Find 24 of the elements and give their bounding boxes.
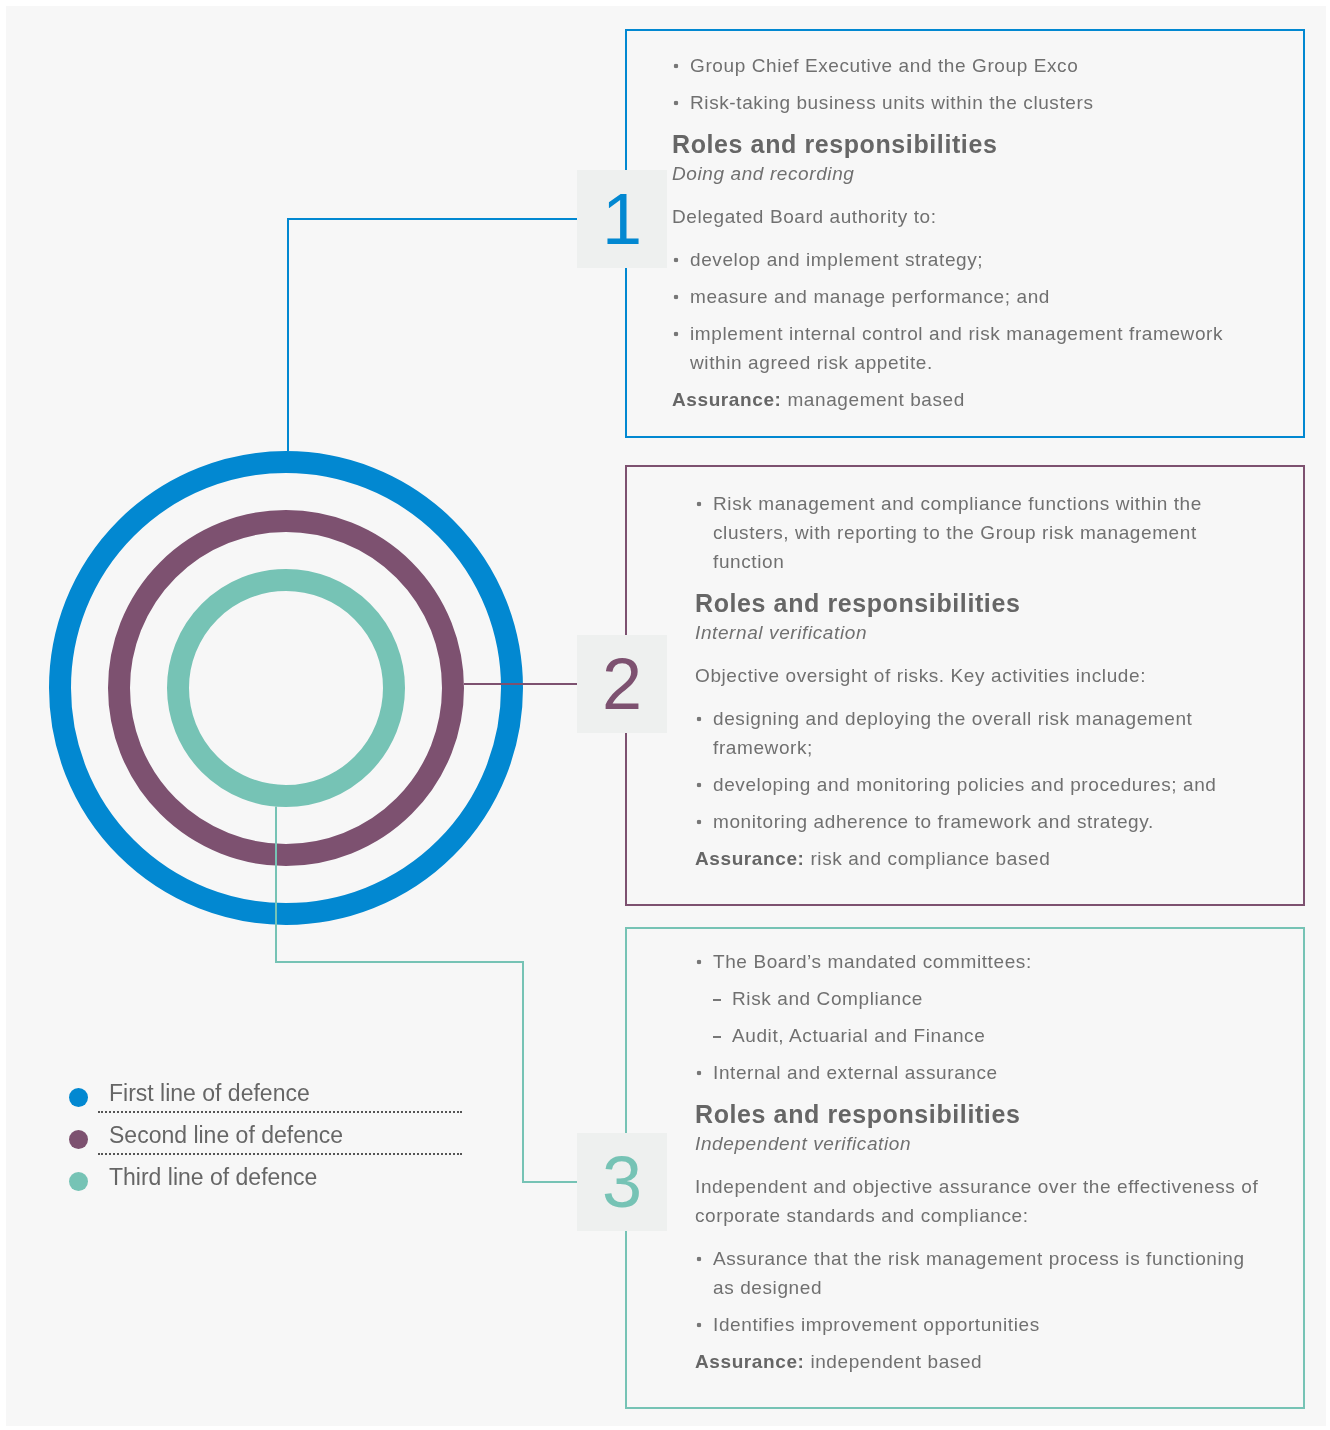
connector-line (463, 683, 578, 685)
subheading: Independent verification (695, 1132, 913, 1156)
legend-label: Third line of defence (109, 1164, 318, 1191)
ring (49, 451, 523, 925)
ring (167, 569, 405, 807)
body-text: Assurance: independent based (695, 1350, 984, 1374)
legend-label: First line of defence (109, 1080, 310, 1107)
section-heading: Roles and responsibilities (672, 129, 999, 159)
ring (108, 510, 464, 866)
number-tile: 1 (577, 170, 667, 268)
body-text: Assurance: risk and compliance based (695, 847, 1052, 871)
connector-line (275, 805, 578, 1183)
body-text: Objective oversight of risks. Key activities include: (695, 664, 1148, 688)
subheading: Doing and recording (672, 162, 856, 186)
body-text: Independent and objective assurance over the effectiveness of corporate standards and compliance: (695, 1175, 1260, 1228)
connector-line (287, 218, 578, 452)
number-tile: 2 (577, 635, 667, 733)
number-tile: 3 (577, 1133, 667, 1231)
section-heading: Roles and responsibilities (695, 588, 1022, 618)
section-heading: Roles and responsibilities (695, 1099, 1022, 1129)
body-text: Delegated Board authority to: (672, 205, 938, 229)
legend-label: Second line of defence (109, 1122, 343, 1149)
subheading: Internal verification (695, 621, 869, 645)
body-text: Assurance: management based (672, 388, 966, 412)
